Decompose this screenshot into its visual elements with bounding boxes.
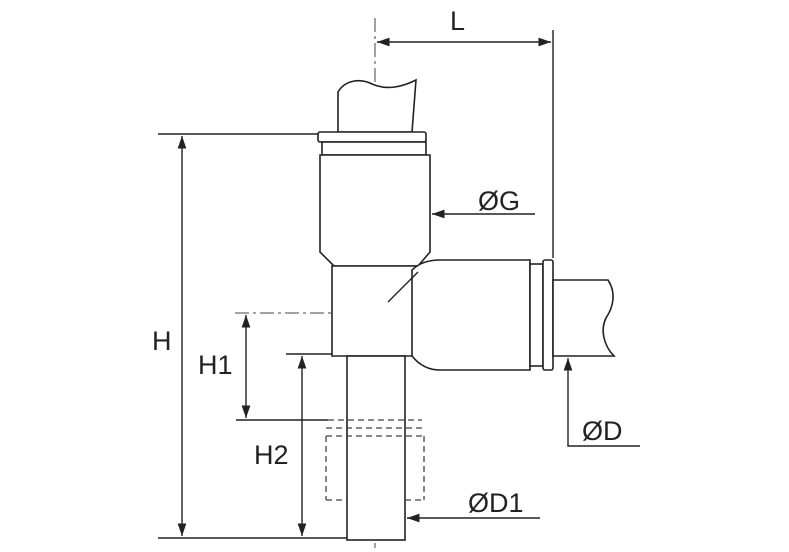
top-tube <box>337 78 417 133</box>
top-collet-sleeve <box>321 141 427 156</box>
lower-body <box>331 265 421 357</box>
side-collet-sleeve <box>529 263 544 367</box>
hidden-socket <box>325 419 425 501</box>
D-leader <box>563 358 640 447</box>
H2-label: H2 <box>254 440 289 470</box>
D-label: ØD <box>582 416 623 446</box>
side-tube <box>552 279 616 357</box>
G-label: ØG <box>478 186 520 216</box>
L-label: L <box>450 6 465 36</box>
top-collet-ring <box>317 131 427 143</box>
upper-body <box>319 154 431 267</box>
H1-label: H1 <box>198 350 233 380</box>
branch-junction-line <box>387 271 419 303</box>
side-branch <box>411 259 531 371</box>
side-collet-ring <box>542 259 554 371</box>
stem <box>346 355 406 541</box>
H-label: H <box>152 326 172 356</box>
D1-label: ØD1 <box>468 488 524 518</box>
